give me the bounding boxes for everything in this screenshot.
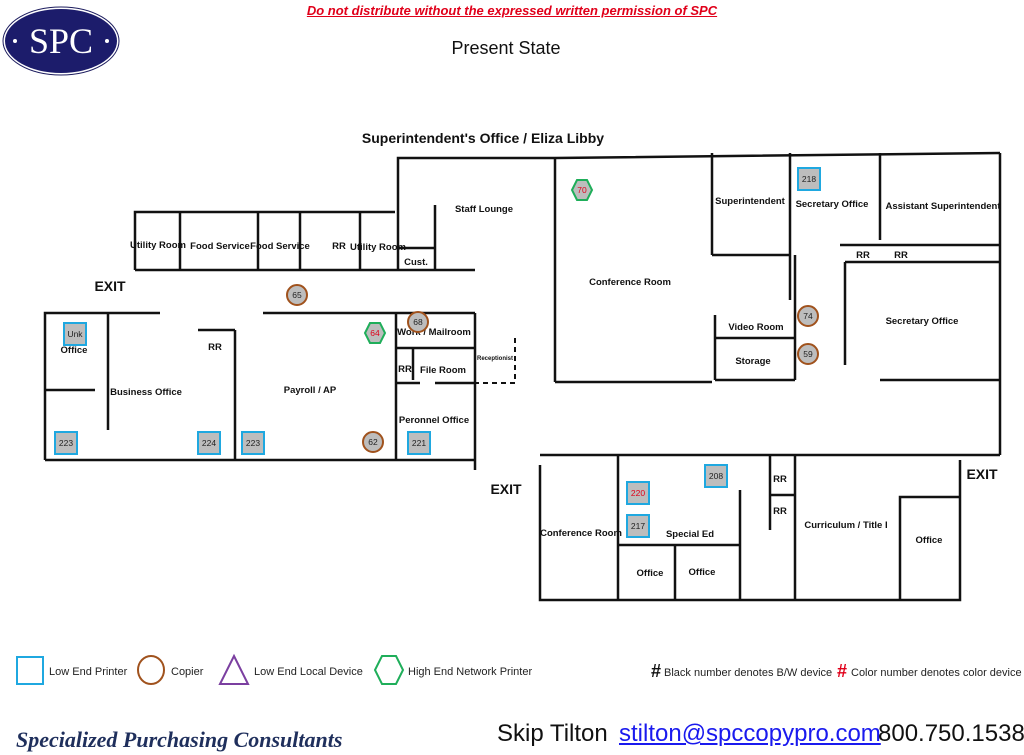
svg-text:70: 70 xyxy=(577,185,587,195)
legend-color-note: Color number denotes color device xyxy=(851,667,1022,679)
room-conference-room-bottom: Conference Room xyxy=(540,528,622,539)
svg-text:65: 65 xyxy=(292,290,302,300)
room-secretary-office: Secretary Office xyxy=(796,199,869,210)
room-utility-room-2: Utility Room xyxy=(350,242,406,253)
legend-copier: Copier xyxy=(171,666,204,678)
svg-text:220: 220 xyxy=(631,488,645,498)
room-custodial: Cust. xyxy=(404,257,428,268)
room-rr: RR xyxy=(332,241,346,252)
walls xyxy=(43,151,1002,602)
printer-marker[interactable]: 218 xyxy=(797,167,821,191)
svg-text:223: 223 xyxy=(59,438,73,448)
spc-logo: SPC xyxy=(2,6,120,76)
svg-text:64: 64 xyxy=(370,328,380,338)
exit-right: EXIT xyxy=(966,466,998,482)
legend-low-end-local: Low End Local Device xyxy=(254,666,363,678)
page-title: Present State xyxy=(451,38,561,58)
svg-text:59: 59 xyxy=(803,349,813,359)
plan-title: Superintendent's Office / Eliza Libby xyxy=(362,130,604,146)
room-file-room: File Room xyxy=(420,365,466,376)
room-food-service-2: Food Service xyxy=(250,241,310,252)
room-secretary-office-right: Secretary Office xyxy=(886,316,959,327)
copier-legend-icon xyxy=(137,655,165,685)
room-curriculum: Curriculum / Title I xyxy=(804,520,887,531)
room-conference-room: Conference Room xyxy=(589,277,671,288)
svg-text:62: 62 xyxy=(368,437,378,447)
printer-marker[interactable]: Unk xyxy=(63,322,87,346)
room-payroll: Payroll / AP xyxy=(284,385,337,396)
contact-phone: 800.750.1538 xyxy=(878,720,1024,747)
svg-text:223: 223 xyxy=(246,438,260,448)
room-utility-room: Utility Room xyxy=(130,240,186,251)
room-storage: Storage xyxy=(735,356,770,367)
copier-marker[interactable]: 74 xyxy=(797,305,819,327)
svg-text:224: 224 xyxy=(202,438,216,448)
room-food-service: Food Service xyxy=(190,241,250,252)
printer-marker[interactable]: 217 xyxy=(626,514,650,538)
printer-legend-icon xyxy=(16,656,44,685)
room-rr-left: RR xyxy=(208,342,222,353)
printer-marker[interactable]: 224 xyxy=(197,431,221,455)
hexagon-legend-icon xyxy=(373,655,405,685)
legend-bw-note: Black number denotes B/W device xyxy=(664,667,832,679)
room-receptionist: Receptionist xyxy=(477,356,513,362)
room-special-ed: Special Ed xyxy=(666,529,714,540)
room-work-mailroom: Work / Mailroom xyxy=(397,327,471,338)
hash-black-icon: # xyxy=(651,661,661,681)
room-office-left: Office xyxy=(61,345,88,356)
legend-high-end-network: High End Network Printer xyxy=(408,666,532,678)
triangle-legend-icon xyxy=(218,653,250,685)
legend-low-end-printer: Low End Printer xyxy=(49,666,128,678)
hash-red-icon: # xyxy=(837,661,847,681)
exit-left: EXIT xyxy=(94,278,126,294)
copier-marker[interactable]: 62 xyxy=(362,431,384,453)
network-printer-marker[interactable]: 64 xyxy=(363,322,387,344)
network-printer-marker[interactable]: 70 xyxy=(570,179,594,201)
svg-text:SPC: SPC xyxy=(29,21,93,61)
printer-marker[interactable]: 220 xyxy=(626,481,650,505)
printer-marker[interactable]: 223 xyxy=(54,431,78,455)
legend: Low End Printer Copier Low End Local Dev… xyxy=(16,653,1022,685)
printer-marker[interactable]: 208 xyxy=(704,464,728,488)
room-personnel-office: Peronnel Office xyxy=(399,415,469,426)
svg-text:221: 221 xyxy=(412,438,426,448)
room-staff-lounge: Staff Lounge xyxy=(455,204,513,215)
svg-text:218: 218 xyxy=(802,174,816,184)
room-video-room: Video Room xyxy=(728,322,783,333)
room-rr-bottom-2: RR xyxy=(773,506,787,517)
room-business-office: Business Office xyxy=(110,387,182,398)
distribution-warning: Do not distribute without the expressed … xyxy=(306,3,718,18)
printer-marker[interactable]: 221 xyxy=(407,431,431,455)
room-office-bottom: Office xyxy=(637,568,664,579)
svg-text:208: 208 xyxy=(709,471,723,481)
svg-text:74: 74 xyxy=(803,311,813,321)
svg-text:217: 217 xyxy=(631,521,645,531)
copier-marker[interactable]: 65 xyxy=(286,284,308,306)
room-office-bottom-2: Office xyxy=(689,567,716,578)
company-name: Specialized Purchasing Consultants xyxy=(16,727,343,752)
copier-marker[interactable]: 59 xyxy=(797,343,819,365)
printer-marker[interactable]: 223 xyxy=(241,431,265,455)
room-rr-right-2: RR xyxy=(894,250,908,261)
contact-name: Skip Tilton xyxy=(497,720,608,747)
room-rr-bottom: RR xyxy=(773,474,787,485)
copier-marker[interactable]: 68 xyxy=(407,311,429,333)
contact-email-link[interactable]: stilton@spccopypro.com xyxy=(619,720,881,747)
svg-text:Unk: Unk xyxy=(67,329,83,339)
svg-text:68: 68 xyxy=(413,317,423,327)
room-rr-file: RR xyxy=(398,364,412,375)
room-superintendent: Superintendent xyxy=(715,196,786,207)
room-office-right-bottom: Office xyxy=(916,535,943,546)
room-rr-right: RR xyxy=(856,250,870,261)
exit-bottom: EXIT xyxy=(490,481,522,497)
room-assistant-superintendent: Assistant Superintendent xyxy=(885,201,1001,212)
